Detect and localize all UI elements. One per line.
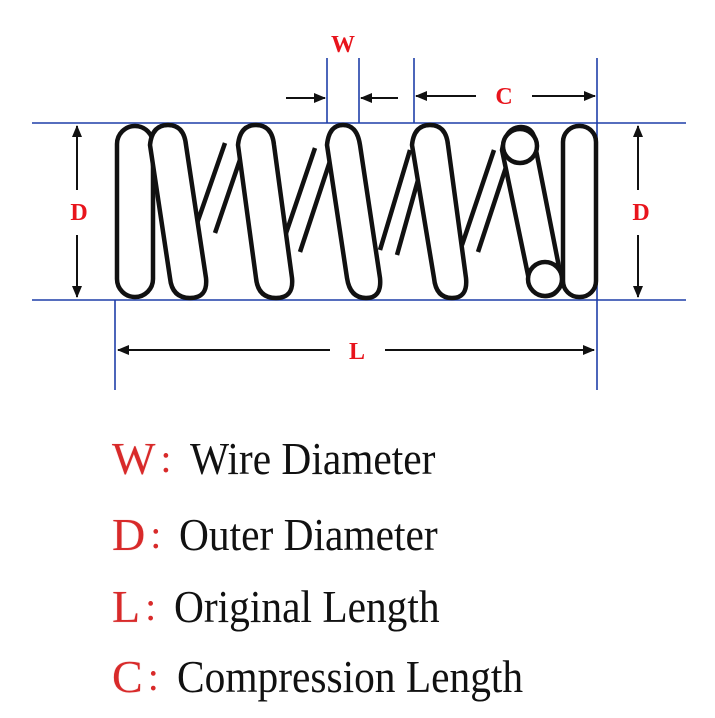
wire-label: W (331, 32, 355, 58)
length-label: L (349, 339, 365, 365)
coil (235, 122, 295, 301)
coil (409, 122, 469, 301)
coil-connector (191, 142, 228, 233)
spring-coils (114, 122, 599, 301)
coil (147, 122, 209, 301)
dimension-arrows (72, 91, 643, 355)
coil-connector (297, 154, 335, 253)
coil-end-right (560, 123, 599, 300)
compression-label: C (495, 84, 512, 110)
coil-connector (459, 149, 497, 246)
wire-section-bottom (525, 259, 565, 299)
wire-section-top (500, 126, 540, 166)
outer-diameter-left-label: D (70, 200, 87, 226)
coil-connector (377, 149, 413, 251)
coil (324, 122, 383, 301)
coil-end-left (114, 123, 156, 300)
outer-diameter-right-label: D (632, 200, 649, 226)
